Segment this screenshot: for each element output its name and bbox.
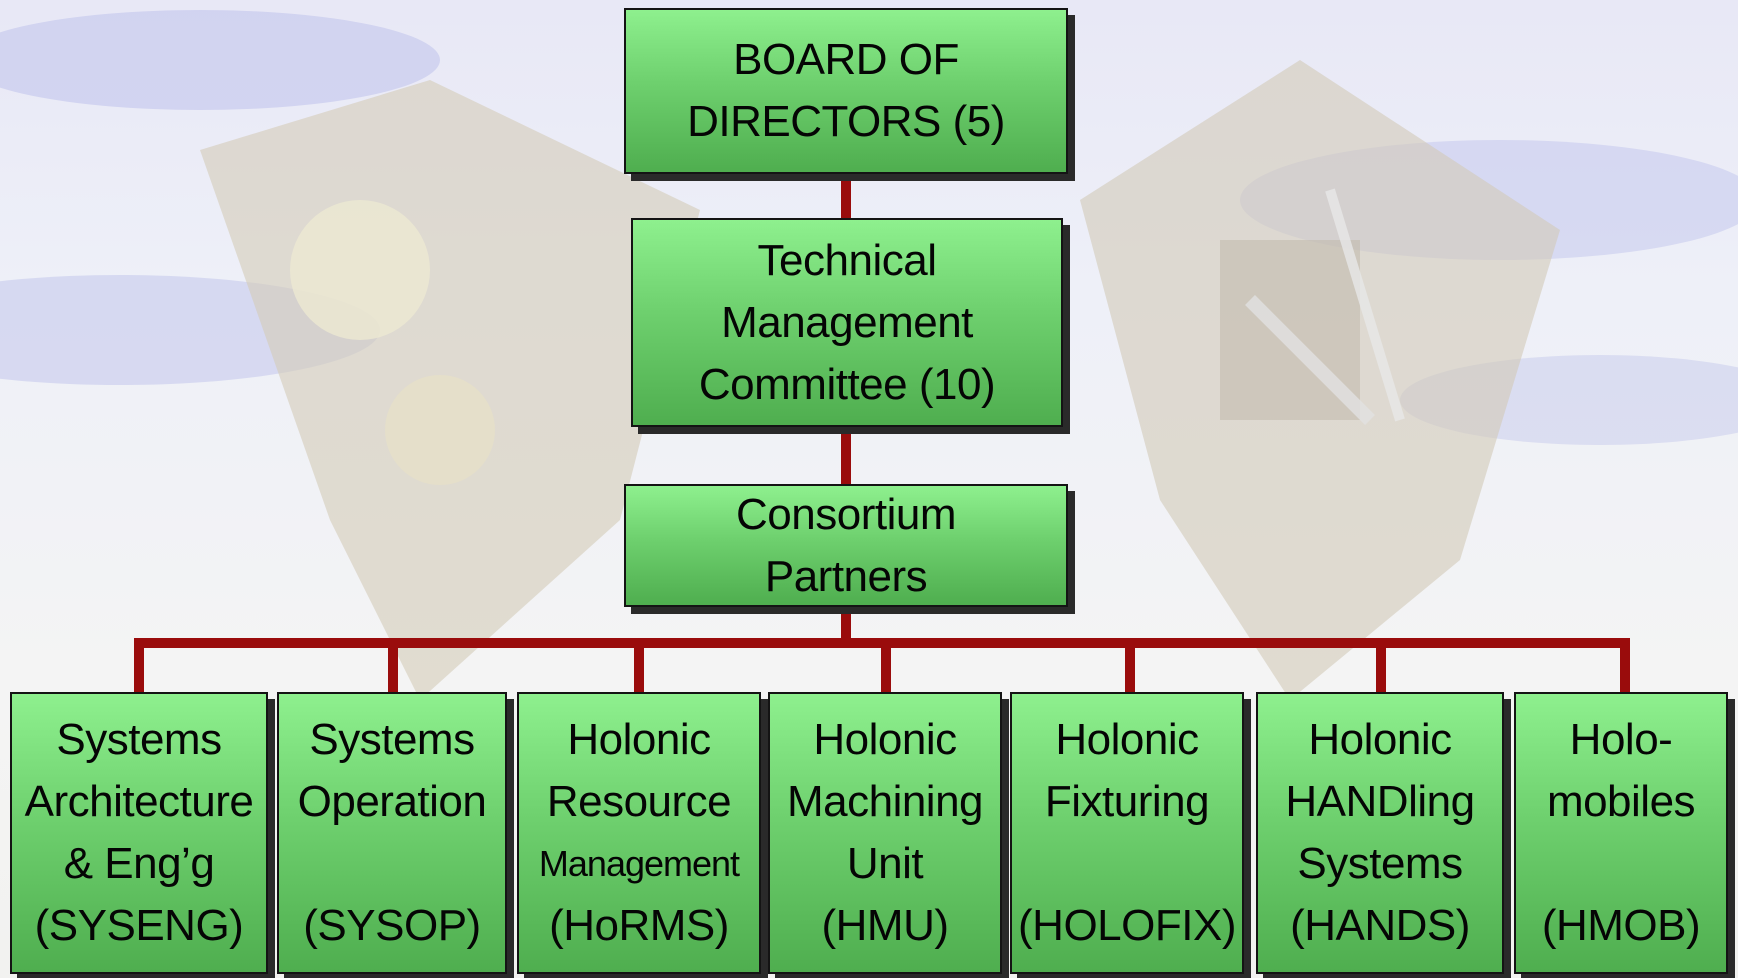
unit-line-2: Machining (786, 777, 984, 826)
unit-box-sysop: Systems Operation (SYSOP) (277, 692, 507, 974)
partners-line-2: Partners (764, 551, 928, 601)
connector-unit-2 (388, 638, 398, 693)
unit-line-2: Fixturing (1044, 777, 1210, 826)
board-of-directors-box: BOARD OF DIRECTORS (5) (624, 8, 1068, 174)
unit-line-1: Holonic (567, 715, 711, 764)
board-line-1: BOARD OF (733, 35, 959, 84)
unit-line-1: Systems (56, 715, 222, 764)
connector-partners-bus (841, 605, 851, 643)
unit-code: (HoRMS) (549, 901, 729, 950)
connector-unit-1 (134, 638, 144, 693)
unit-box-holofix: Holonic Fixturing (HOLOFIX) (1010, 692, 1244, 974)
tmc-line-2: Management (721, 297, 973, 347)
unit-code: (HANDS) (1290, 901, 1470, 950)
connector-unit-4 (881, 638, 891, 693)
unit-line-2: HANDling (1285, 777, 1475, 826)
unit-line-3: Systems (1297, 839, 1463, 888)
connector-unit-7 (1620, 638, 1630, 693)
unit-line-2: Resource (546, 777, 732, 826)
connector-lines (134, 172, 1630, 693)
unit-box-syseng: Systems Architecture & Eng’g (SYSENG) (10, 692, 268, 974)
unit-line-2: mobiles (1546, 777, 1696, 826)
unit-box-hmob: Holo- mobiles (HMOB) (1514, 692, 1728, 974)
unit-line-1: Holo- (1569, 715, 1673, 764)
connector-board-tmc (841, 172, 851, 220)
connector-unit-6 (1376, 638, 1386, 693)
unit-box-hmu: Holonic Machining Unit (HMU) (768, 692, 1002, 974)
technical-management-committee-box: Technical Management Committee (10) (631, 218, 1063, 427)
unit-box-horms: Holonic Resource Management (HoRMS) (517, 692, 761, 974)
unit-code: (HMOB) (1541, 901, 1701, 950)
unit-line-2: Architecture (24, 777, 254, 826)
board-line-2: DIRECTORS (5) (687, 97, 1005, 146)
tmc-line-3: Committee (10) (698, 359, 996, 409)
connector-unit-5 (1125, 638, 1135, 693)
unit-line-3: Unit (846, 839, 924, 888)
unit-code: (HMU) (821, 901, 949, 950)
connector-unit-3 (634, 638, 644, 693)
unit-box-hands: Holonic HANDling Systems (HANDS) (1256, 692, 1504, 974)
tmc-line-1: Technical (757, 235, 937, 285)
unit-line-3: & Eng’g (63, 839, 215, 888)
partners-line-1: Consortium (736, 489, 956, 539)
unit-code: (SYSOP) (303, 901, 481, 950)
unit-code: (HOLOFIX) (1018, 901, 1236, 950)
unit-line-1: Systems (309, 715, 475, 764)
consortium-partners-box: Consortium Partners (624, 484, 1068, 607)
unit-line-3: Management (538, 843, 740, 884)
unit-code: (SYSENG) (34, 901, 244, 950)
unit-line-1: Holonic (813, 715, 957, 764)
connector-tmc-partners (841, 425, 851, 487)
unit-line-2: Operation (297, 777, 487, 826)
unit-line-1: Holonic (1308, 715, 1452, 764)
unit-line-1: Holonic (1055, 715, 1199, 764)
